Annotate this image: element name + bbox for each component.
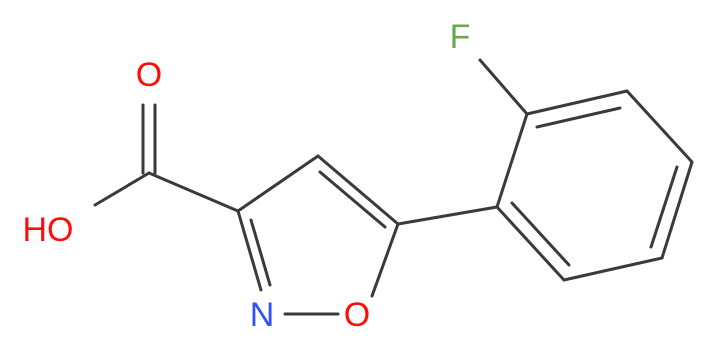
- bond-ring-phenyl: [396, 205, 499, 226]
- bond-cooh-ring: [147, 171, 240, 213]
- bond-ph-c2-c3-inner: [535, 106, 622, 129]
- atom-fluorine: F: [450, 18, 471, 56]
- bond-ph-c5-c6: [562, 256, 664, 282]
- bond-ph-c4-c5: [660, 160, 694, 260]
- bond-ph-c6-c1-inner: [510, 201, 571, 267]
- atom-hydroxyl: HO: [23, 211, 74, 249]
- bond-c5-o: [370, 222, 400, 298]
- atom-oxygen-carbonyl: O: [136, 56, 162, 94]
- bond-ph-c3-c4: [625, 89, 694, 164]
- atom-ring-oxygen: O: [344, 296, 370, 334]
- bond-c3-c4: [236, 154, 320, 213]
- bond-ph-c6-c1: [495, 205, 566, 282]
- bond-c4-c5-outer: [316, 154, 400, 226]
- bond-c-oh: [93, 171, 151, 207]
- bond-ph-c2-c3: [525, 89, 629, 116]
- atom-ring-nitrogen: N: [250, 296, 275, 334]
- bond-ph-c4-c5-inner: [649, 165, 679, 249]
- bond-c-f: [478, 58, 529, 116]
- bond-n-c3-outer: [236, 209, 263, 292]
- bond-c4-c5-inner: [318, 170, 387, 229]
- bond-n-c3-inner: [249, 218, 272, 287]
- bond-ph-c1-c2: [495, 112, 529, 209]
